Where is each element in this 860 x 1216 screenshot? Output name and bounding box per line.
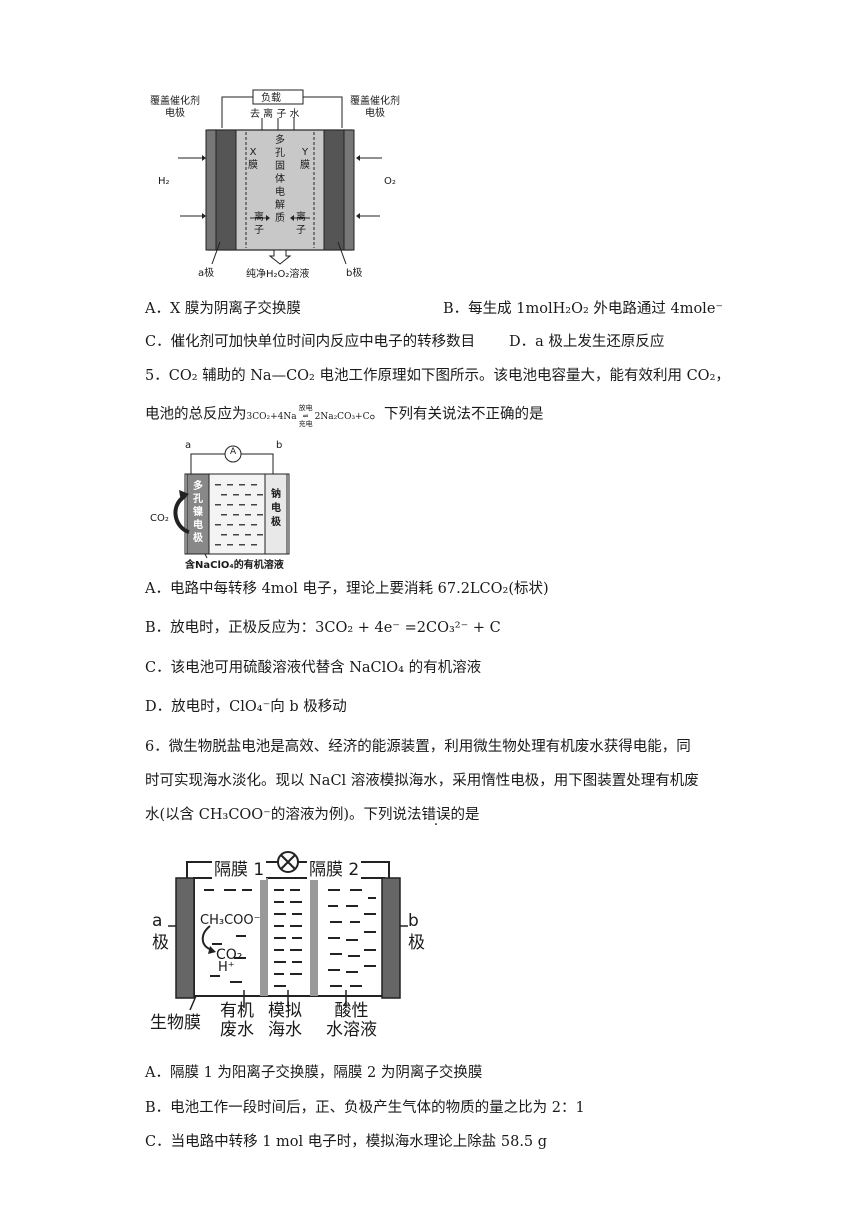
separator-2-label: 隔膜 2 [307, 855, 362, 880]
right-cover-label: 覆盖催化剂 电极 [350, 96, 400, 119]
q5-option-b: B．放电时，正极反应为：3CO₂ + 4e⁻ =2CO₃²⁻ + C [145, 620, 501, 636]
h-plus-label: H⁺ [218, 960, 235, 975]
porous-ni-electrode-label: 多 孔 镍 电 极 [193, 481, 203, 544]
q4-option-d: D．a 极上发生还原反应 [509, 334, 665, 350]
pole-a-label: a极 [198, 268, 215, 279]
q4-option-c: C．催化剂可加快单位时间内反应中电子的转移数目 [145, 334, 476, 350]
h2-label: H₂ [158, 176, 170, 187]
microbial-cell-diagram [168, 851, 408, 1011]
organic-wastewater-label: 有机 废水 [220, 1001, 254, 1040]
left-cover-label: 覆盖催化剂 电极 [150, 96, 200, 119]
q6-stem-line3: 水(以含 CH₃COO⁻的溶液为例)。下列说法错误的是 [145, 805, 480, 825]
q6-stem-line1: 6．微生物脱盐电池是高效、经济的能源装置，利用微生物处理有机废水获得电能，同 [145, 739, 691, 755]
q6-stem-line2: 时可实现海水淡化。现以 NaCl 溶液模拟海水，采用惰性电极，用下图装置处理有机… [145, 773, 699, 789]
emphasis-wrong: 错误 [422, 807, 451, 823]
q5-option-a: A．电路中每转移 4mol 电子，理论上要消耗 67.2LCO₂(标状) [145, 581, 549, 597]
q6-option-a: A．隔膜 1 为阳离子交换膜，隔膜 2 为阴离子交换膜 [145, 1065, 483, 1081]
h2o2-cell-diagram [178, 89, 382, 265]
separator-1-label: 隔膜 1 [212, 855, 267, 880]
load-label: 负载 [261, 93, 281, 104]
sodium-electrode-label: 钠 电 极 [271, 489, 281, 528]
water-label: 去 离 子 水 [250, 109, 300, 120]
q5-stem-line1: 5．CO₂ 辅助的 Na—CO₂ 电池工作原理如下图所示。该电池电容量大，能有效… [145, 368, 730, 384]
terminal-b: b [276, 440, 283, 451]
simulated-seawater-label: 模拟 海水 [268, 1001, 302, 1040]
acidic-solution-label: 酸性 水溶液 [326, 1001, 377, 1040]
q5-option-c: C．该电池可用硫酸溶液代替含 NaClO₄ 的有机溶液 [145, 660, 482, 676]
product-label: 纯净H₂O₂溶液 [246, 269, 310, 280]
solution-caption: 含NaClO₄的有机溶液 [185, 560, 284, 571]
q5-option-d: D．放电时，ClO₄⁻向 b 极移动 [145, 699, 347, 715]
q5-equation: 3CO₂+4Na放电⇌充电2Na₂CO₃+C [246, 404, 370, 428]
o2-label: O₂ [384, 176, 396, 187]
ion-right-label: 离 子 [296, 212, 306, 236]
pole-b-label: b极 [346, 268, 363, 279]
co2-label: CO₂ [150, 513, 169, 524]
na-co2-cell-diagram [173, 445, 290, 559]
pole-a-label: a 极 [152, 911, 169, 953]
electrolyte-label: 多 孔 固 体 电 解 质 [275, 135, 285, 224]
x-membrane-label: X 膜 [248, 147, 258, 171]
q6-option-c: C．当电路中转移 1 mol 电子时，模拟海水理论上除盐 58.5 g [145, 1134, 548, 1150]
y-membrane-label: Y 膜 [300, 147, 310, 171]
q4-option-b: B．每生成 1molH₂O₂ 外电路通过 4mole⁻ [443, 301, 724, 317]
figure-na-co2-cell: a b A 多 孔 镍 电 极 钠 电 极 CO₂ 含NaClO₄的有机溶液 [145, 440, 305, 571]
biofilm-label: 生物膜 [150, 1013, 201, 1033]
q6-option-b: B．电池工作一段时间后，正、负极产生气体的物质的量之比为 2：1 [145, 1100, 585, 1116]
pole-b-label: b 极 [408, 911, 425, 953]
q4-option-a: A．X 膜为阴离子交换膜 [145, 301, 301, 317]
terminal-a: a [185, 440, 192, 451]
co2-label: CO₂ [216, 947, 243, 963]
figure-microbial-cell: 隔膜 1 隔膜 2 a 极 b 极 CH₃COO⁻ CO₂ H⁺ 生物膜 有机 … [150, 840, 440, 1045]
ammeter-label: A [230, 447, 237, 457]
ch3coo-label: CH₃COO⁻ [200, 913, 261, 928]
ion-left-label: 离 子 [254, 212, 264, 236]
figure-h2o2-cell: 负载 去 离 子 水 覆盖催化剂 电极 覆盖催化剂 电极 X 膜 Y 膜 多 孔… [150, 88, 410, 280]
q5-stem-line2: 电池的总反应为3CO₂+4Na放电⇌充电2Na₂CO₃+C。下列有关说法不正确的… [145, 404, 544, 428]
